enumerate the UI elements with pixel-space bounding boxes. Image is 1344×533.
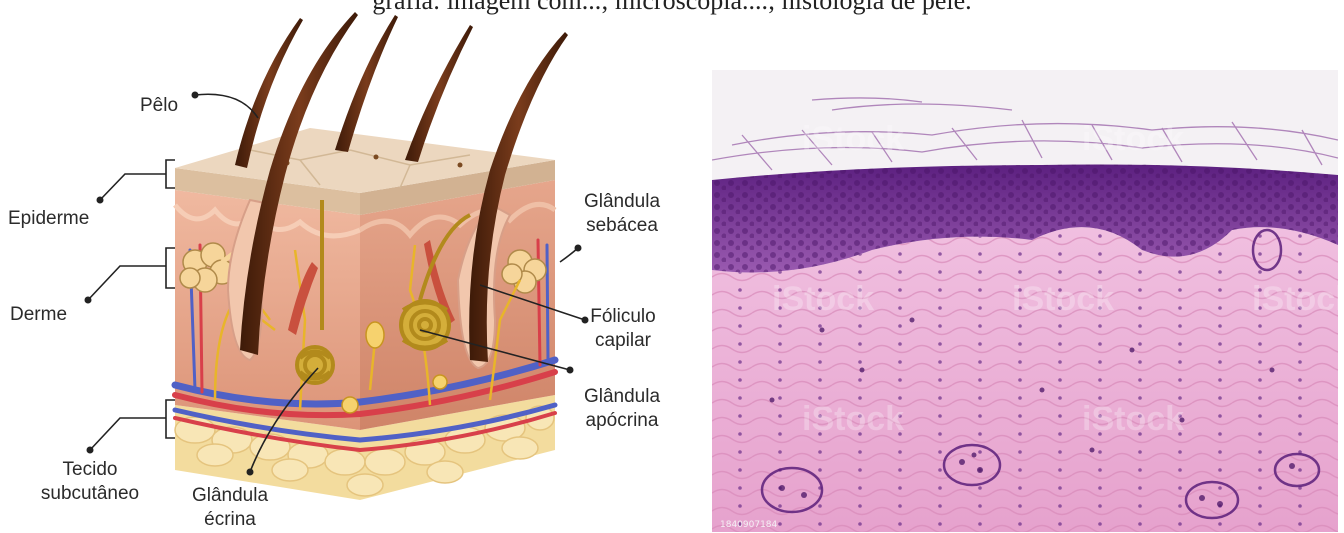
watermark-2: iStock <box>1082 120 1184 158</box>
label-sebacea-line2: sebácea <box>567 214 677 238</box>
label-tecido-line2: subcutâneo <box>30 482 150 506</box>
label-tecido-subcutaneo: Tecido subcutâneo <box>30 458 150 506</box>
skin-anatomy-diagram <box>0 0 700 533</box>
label-ecrina-line1: Glândula <box>175 484 285 508</box>
label-derme: Derme <box>10 303 67 327</box>
label-sebacea-line1: Glândula <box>567 190 677 214</box>
label-pelo: Pêlo <box>140 94 178 118</box>
watermark-7: iStock <box>1082 400 1184 438</box>
label-apocrina-line2: apócrina <box>567 409 677 433</box>
micrograph-image-id: 1840907184 <box>720 520 777 530</box>
label-foliculo-capilar: Fóliculo capilar <box>568 305 678 353</box>
watermark-3: iStock <box>772 280 874 318</box>
label-foliculo-line1: Fóliculo <box>568 305 678 329</box>
histology-micrograph: iStock iStock iStock iStock iStock iStoc… <box>712 70 1338 532</box>
label-epiderme: Epiderme <box>8 207 89 231</box>
label-glandula-ecrina: Glândula écrina <box>175 484 285 532</box>
watermark-6: iStock <box>802 400 904 438</box>
label-glandula-apocrina: Glândula apócrina <box>567 385 677 433</box>
watermark-5: iStock <box>1252 280 1338 318</box>
watermark-4: iStock <box>1012 280 1114 318</box>
label-tecido-line1: Tecido <box>30 458 150 482</box>
watermark-1: iStock <box>802 120 904 158</box>
label-apocrina-line1: Glândula <box>567 385 677 409</box>
label-glandula-sebacea: Glândula sebácea <box>567 190 677 238</box>
label-foliculo-line2: capilar <box>568 329 678 353</box>
label-ecrina-line2: écrina <box>175 508 285 532</box>
